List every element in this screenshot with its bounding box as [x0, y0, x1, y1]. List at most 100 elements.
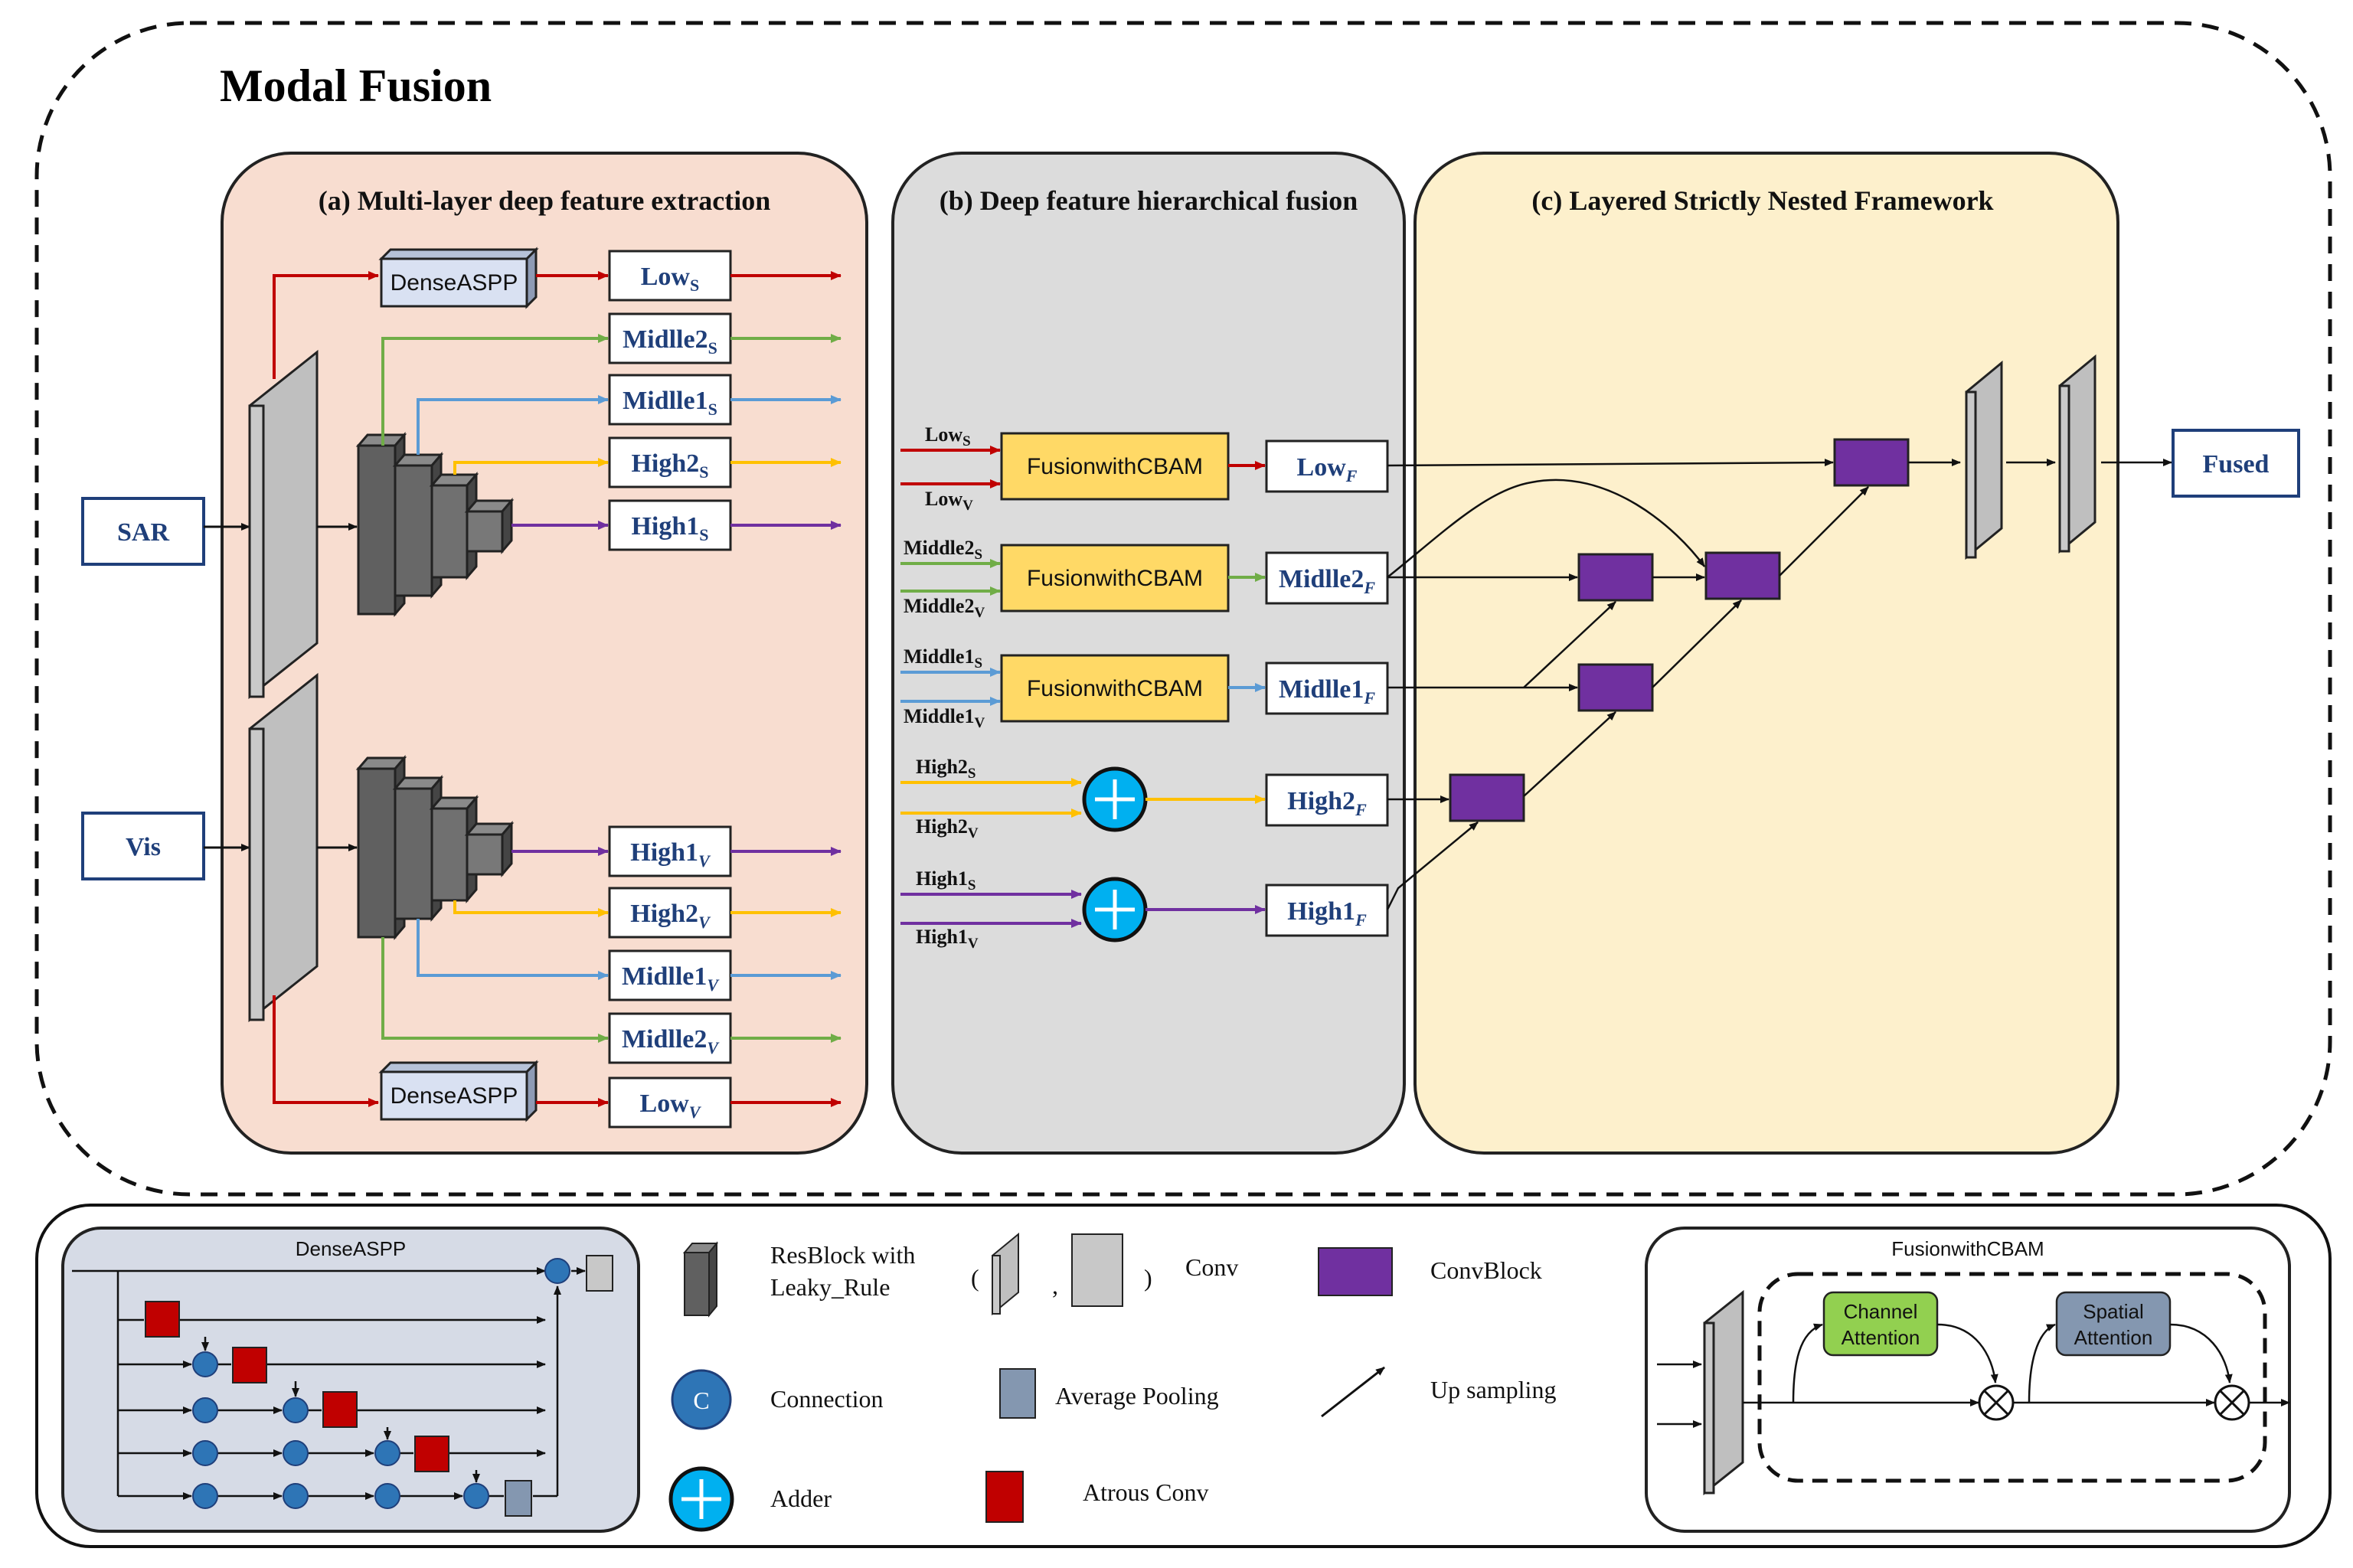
legend-up-sampling: Up sampling [1321, 1366, 1556, 1418]
legend-denseaspp: DenseASPP [61, 1227, 640, 1533]
convblocks [1449, 438, 1910, 822]
svg-text:High1V: High1V [630, 838, 711, 871]
modal-fusion-container [34, 21, 2332, 1197]
fusion-row-high1: High1S High1V High1F [900, 867, 1389, 952]
svg-text:DenseASPP: DenseASPP [296, 1237, 407, 1260]
svg-text:High2S: High2S [631, 449, 708, 482]
sar-denseaspp-block: DenseASPP [378, 247, 539, 309]
svg-text:Up sampling: Up sampling [1430, 1376, 1556, 1403]
legend-atrous-conv: Atrous Conv [985, 1471, 1208, 1523]
vis-output-high2: High2V [608, 887, 732, 939]
legend-fusionwithcbam: FusionwithCBAM Channel Attention Spatial… [1645, 1227, 2291, 1533]
svg-text:Connection: Connection [770, 1385, 884, 1413]
svg-text:Leaky_Rule: Leaky_Rule [770, 1273, 890, 1301]
svg-text:Middle2V: Middle2V [904, 595, 985, 621]
svg-text:Middle1S: Middle1S [904, 645, 982, 671]
svg-text:Average Pooling: Average Pooling [1055, 1382, 1219, 1410]
legend-average-pooling: Average Pooling [999, 1368, 1219, 1419]
panel-a-output-arrows [730, 271, 842, 1107]
svg-text:Midlle1F: Midlle1F [1279, 675, 1375, 707]
svg-text:FusionwithCBAM: FusionwithCBAM [1027, 676, 1203, 701]
page-title: Modal Fusion [220, 60, 492, 111]
svg-text:High1S: High1S [916, 867, 976, 893]
svg-text:Channel: Channel [1844, 1300, 1918, 1323]
svg-text:Adder: Adder [770, 1485, 832, 1512]
vis-branch-lines [273, 847, 609, 1107]
svg-text:FusionwithCBAM: FusionwithCBAM [1891, 1237, 2044, 1260]
multiply-icon-2 [2214, 1384, 2250, 1421]
svg-text:LowV: LowV [640, 1089, 702, 1122]
sar-input-label: SAR [117, 518, 169, 547]
vis-output-high1: High1V [608, 825, 732, 877]
panel-b-title: (b) Deep feature hierarchical fusion [940, 185, 1358, 216]
fusion-row-low: LowS LowV FusionwithCBAM LowF [900, 423, 1389, 514]
svg-text:Middle2S: Middle2S [904, 537, 982, 563]
legend-convblock: ConvBlock [1318, 1247, 1542, 1296]
fused-output-box [2172, 429, 2300, 498]
svg-text:,: , [1052, 1272, 1058, 1299]
svg-text:LowF: LowF [1297, 453, 1358, 485]
vis-input-label: Vis [126, 833, 161, 861]
panel-a [221, 152, 868, 1155]
svg-text:FusionwithCBAM: FusionwithCBAM [1027, 566, 1203, 591]
legend-connection: C Connection [671, 1369, 884, 1430]
svg-text:Conv: Conv [1185, 1253, 1238, 1281]
svg-text:Spatial: Spatial [2083, 1300, 2144, 1323]
svg-text:High2V: High2V [630, 900, 711, 932]
svg-text:High1S: High1S [631, 512, 708, 544]
panel-c-conv-slab-2 [2058, 354, 2096, 554]
vis-input-box [81, 812, 205, 880]
svg-text:(: ( [971, 1264, 979, 1292]
svg-text:Midlle1V: Midlle1V [622, 962, 720, 995]
svg-text:LowS: LowS [641, 263, 699, 295]
vis-resblock-stack [355, 754, 515, 941]
vis-output-middle2: Midlle2V [608, 1012, 732, 1064]
vis-output-low: LowV [608, 1076, 732, 1129]
convblock-top [1833, 438, 1910, 487]
panel-c [1413, 152, 2119, 1155]
svg-text:High1V: High1V [916, 926, 979, 952]
svg-text:ConvBlock: ConvBlock [1430, 1256, 1542, 1284]
svg-text:Midlle2V: Midlle2V [622, 1025, 720, 1057]
svg-text:LowS: LowS [925, 423, 971, 449]
convblock-mid [1704, 551, 1781, 600]
svg-text:Midlle2S: Midlle2S [623, 325, 717, 358]
svg-text:High2V: High2V [916, 815, 979, 841]
fusion-row-middle2: Middle2S Middle2V FusionwithCBAM Midlle2… [900, 537, 1389, 621]
convblock-h2 [1449, 773, 1525, 822]
sar-output-low: LowS [608, 250, 732, 302]
vis-conv-slab [248, 672, 319, 1023]
sar-output-middle2: Midlle2S [608, 312, 732, 364]
svg-text:FusionwithCBAM: FusionwithCBAM [1027, 454, 1203, 479]
sar-output-middle1: Midlle1S [608, 374, 732, 426]
svg-text:Atrous Conv: Atrous Conv [1083, 1478, 1208, 1506]
svg-text:LowV: LowV [925, 488, 973, 514]
svg-text:Middle1V: Middle1V [904, 705, 985, 731]
panel-c-conv-slab-1 [1965, 360, 2003, 560]
sar-output-high2: High2S [608, 436, 732, 488]
convblock-m2 [1577, 553, 1654, 602]
fused-output-label: Fused [2203, 450, 2270, 479]
svg-text:Midlle2F: Midlle2F [1279, 565, 1375, 597]
multiply-icon-1 [1978, 1384, 2015, 1421]
svg-text:C: C [693, 1387, 709, 1414]
svg-text:High2S: High2S [916, 756, 976, 782]
vis-output-middle1: Midlle1V [608, 949, 732, 1001]
svg-text:Attention: Attention [1842, 1326, 1920, 1349]
sar-input-box [81, 497, 205, 566]
panel-a-title: (a) Multi-layer deep feature extraction [319, 185, 770, 216]
legend-adder: Adder [668, 1466, 832, 1532]
legend-resblock: ResBlock with Leaky_Rule [682, 1241, 915, 1318]
vis-denseaspp-block: DenseASPP [378, 1060, 539, 1122]
sar-denseaspp-label: DenseASPP [391, 270, 518, 296]
svg-text:Attention: Attention [2074, 1326, 2153, 1349]
panel-c-title: (c) Layered Strictly Nested Framework [1531, 185, 1993, 216]
svg-text:High1F: High1F [1287, 897, 1367, 929]
svg-text:Midlle1S: Midlle1S [623, 387, 717, 419]
svg-text:High2F: High2F [1287, 787, 1367, 819]
panel-c-connections [1386, 459, 2172, 910]
convblock-m1 [1577, 663, 1654, 712]
sar-output-high1: High1S [608, 499, 732, 551]
vis-denseaspp-label: DenseASPP [391, 1083, 518, 1109]
fusion-row-middle1: Middle1S Middle1V FusionwithCBAM Midlle1… [900, 645, 1389, 731]
